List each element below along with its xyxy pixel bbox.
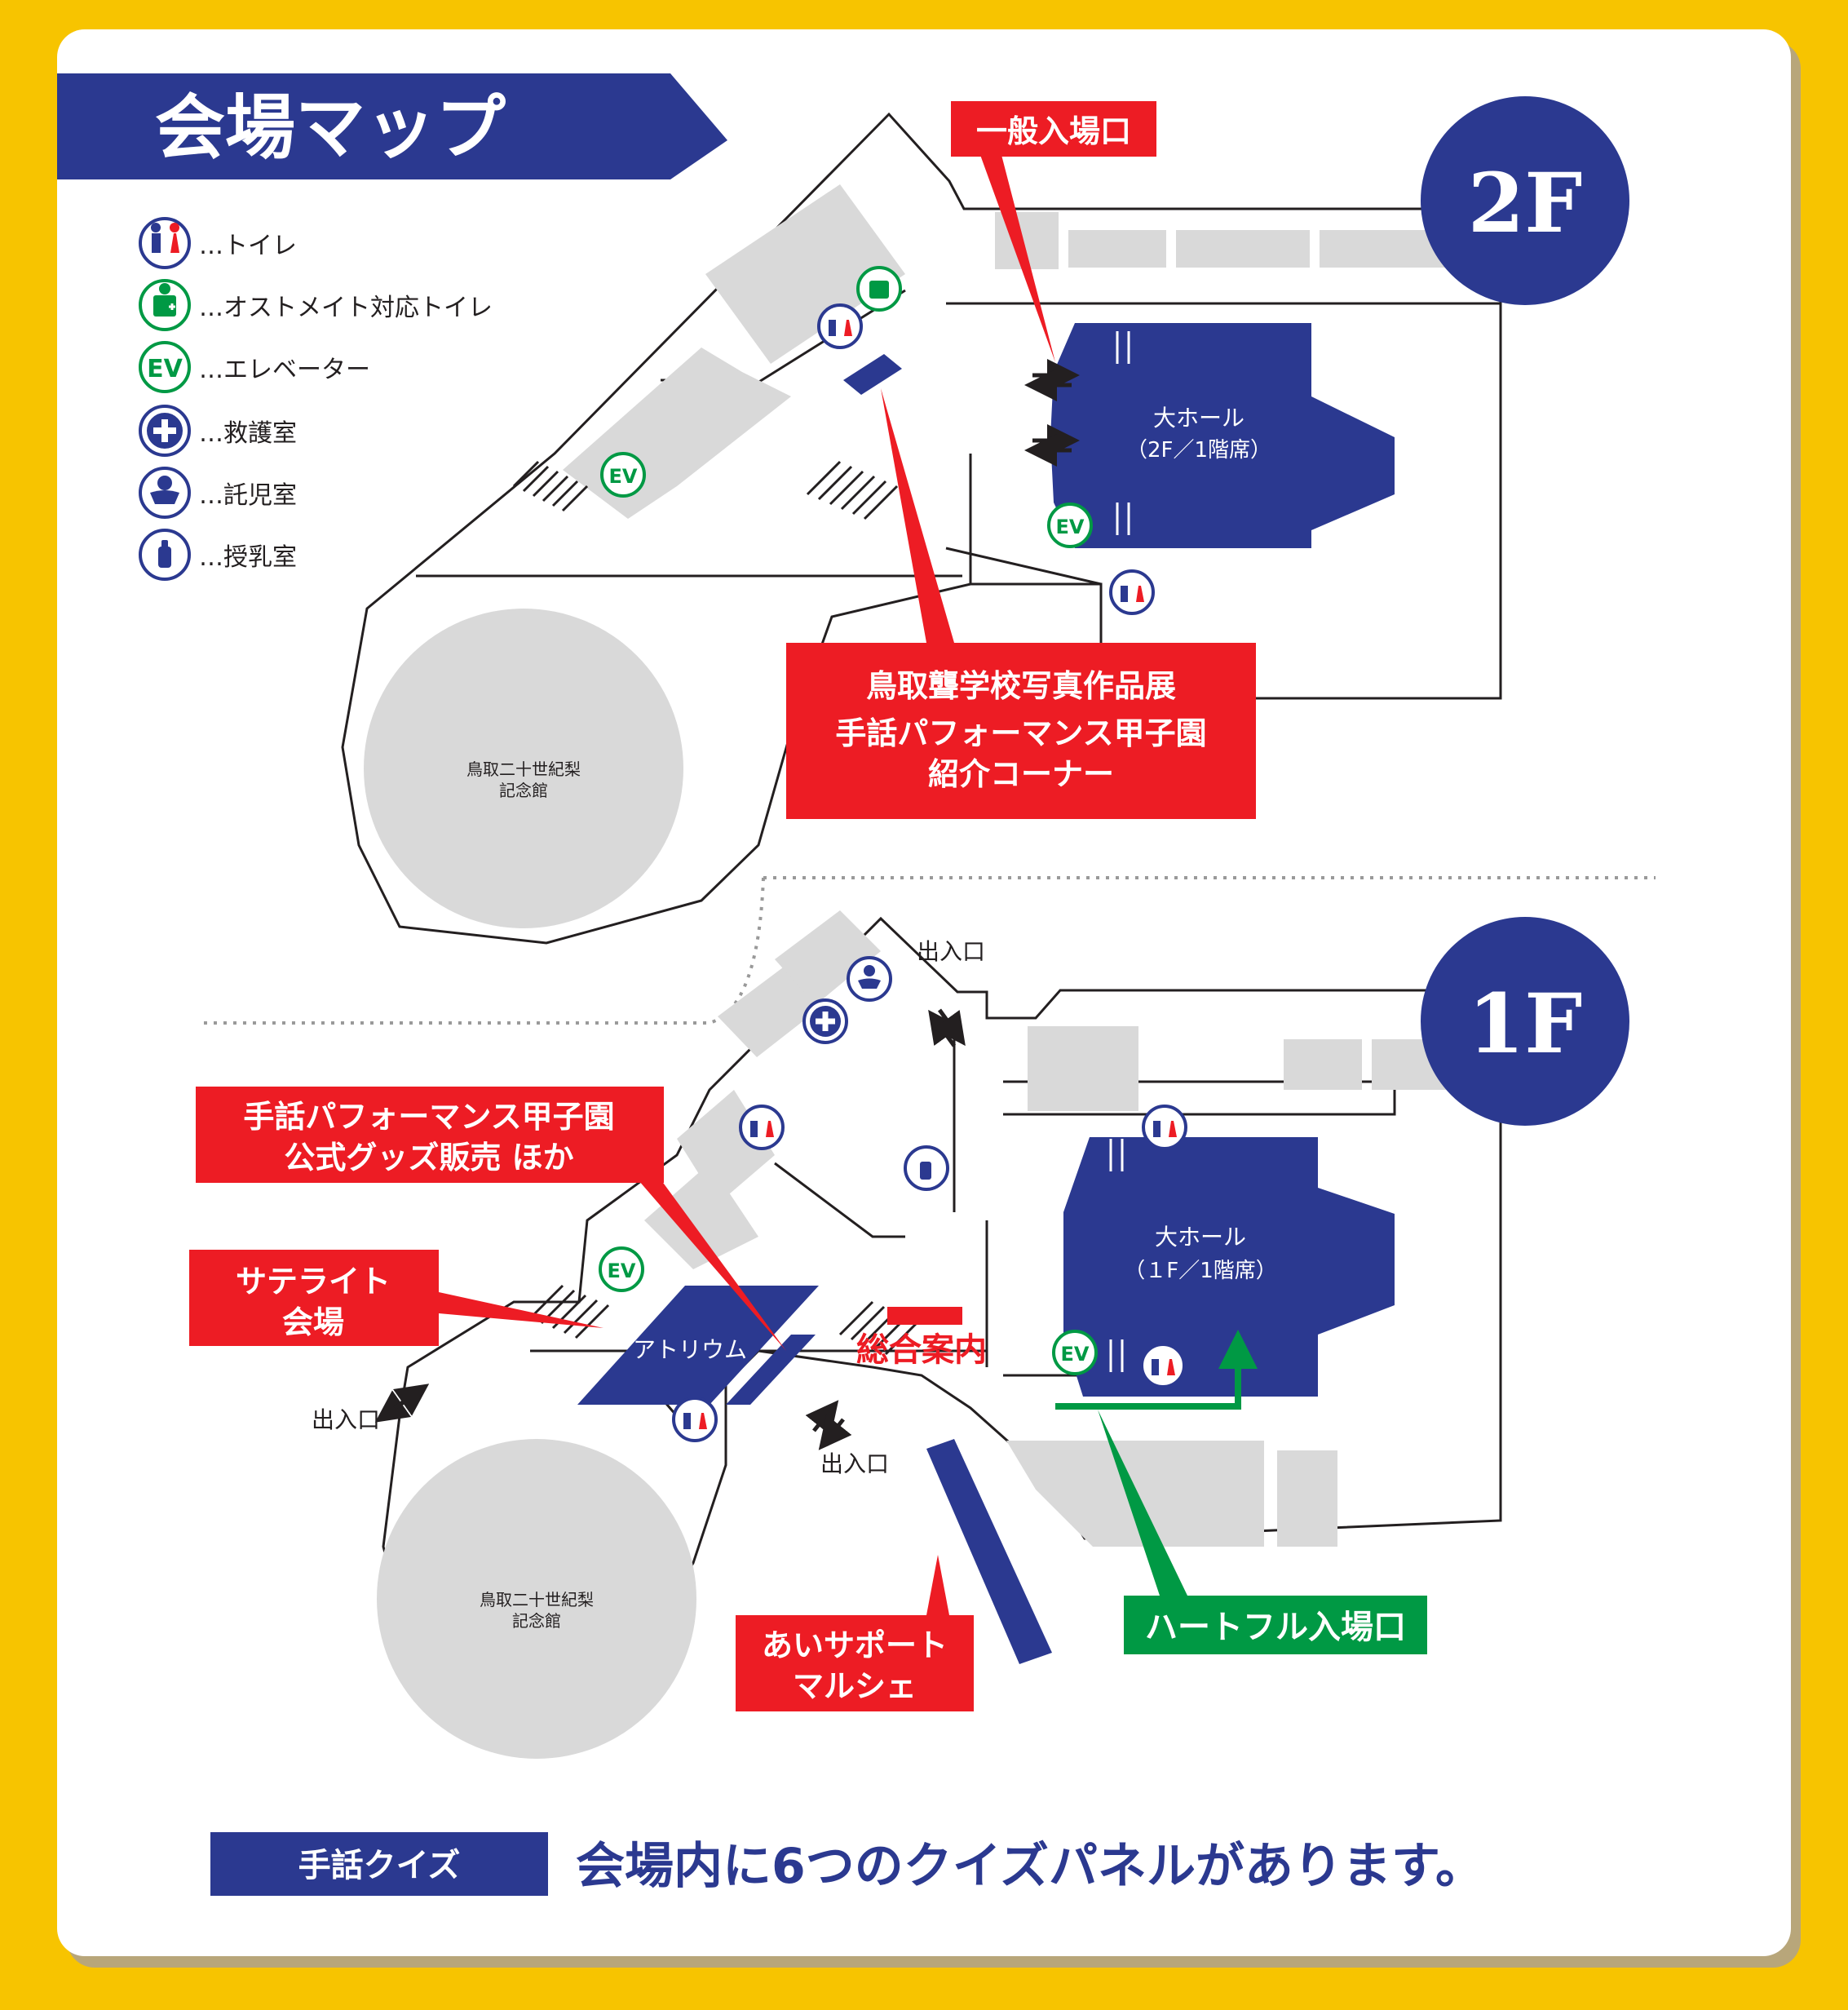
exhibit-marker-2f bbox=[843, 354, 902, 395]
svg-text:EV: EV bbox=[609, 465, 638, 488]
exhibit-callout-2f bbox=[786, 643, 1256, 819]
quiz-message: 会場内に6つのクイズパネルがあります。 bbox=[576, 1838, 1484, 1895]
heartful-entrance-callout bbox=[1124, 1596, 1427, 1654]
page-title: 会場マップ bbox=[155, 86, 506, 169]
restroom-icon bbox=[817, 303, 863, 349]
elevator-icon: EV bbox=[599, 1246, 644, 1292]
floor-2f-badge bbox=[1421, 96, 1629, 305]
legend-label-first-aid: …救護室 bbox=[199, 419, 297, 448]
quiz-tag bbox=[210, 1832, 548, 1896]
legend-label-nursery: …託児室 bbox=[199, 481, 297, 510]
restroom-icon bbox=[139, 217, 191, 269]
floor-1f-label: 1F bbox=[1468, 976, 1583, 1072]
nursing-room-icon bbox=[139, 529, 191, 581]
exhibit-2f-line3: 紹介コーナー bbox=[928, 756, 1114, 792]
legend-label-ostomate: …オストメイト対応トイレ bbox=[199, 294, 493, 322]
floor-2f-label: 2F bbox=[1468, 155, 1583, 251]
main-hall-1f bbox=[1063, 1137, 1395, 1397]
memorial-hall-1f bbox=[377, 1439, 696, 1759]
nursing-room-icon bbox=[904, 1145, 949, 1191]
goods-line1: 手話パフォーマンス甲子園 bbox=[243, 1099, 614, 1135]
hall-2f-name: 大ホール bbox=[1153, 405, 1245, 432]
exhibit-2f-line2: 手話パフォーマンス甲子園 bbox=[835, 715, 1206, 751]
legend-label-nursing: …授乳室 bbox=[199, 543, 297, 572]
marche-area bbox=[926, 1439, 1052, 1664]
map-card: 会場マップ …トイレ …オストメイト対応トイレ EV …エレベーター …救護室 bbox=[57, 29, 1791, 1956]
floor-1f-plan: 鳥取二十世紀梨 記念館 アトリウム 総合案内 大ホール （１F／1階席） bbox=[189, 910, 1629, 1759]
exit-label-south: 出入口 bbox=[820, 1450, 889, 1477]
ostomate-restroom-icon bbox=[139, 279, 191, 331]
legend: …トイレ …オストメイト対応トイレ EV …エレベーター …救護室 …託児室 bbox=[139, 217, 493, 581]
main-hall-2f bbox=[1050, 323, 1395, 548]
general-entrance-callout bbox=[951, 101, 1156, 157]
atrium-label: アトリウム bbox=[633, 1336, 747, 1363]
floor-divider bbox=[202, 876, 1656, 1025]
restroom-icon bbox=[672, 1397, 718, 1442]
information-desk-label: 総合案内 bbox=[856, 1331, 987, 1369]
quiz-tag-label: 手話クイズ bbox=[298, 1847, 461, 1884]
title-banner bbox=[57, 73, 727, 179]
memorial-2f-line1: 鳥取二十世紀梨 bbox=[466, 759, 581, 779]
general-entrance-label: 一般入場口 bbox=[976, 113, 1131, 149]
marche-line1: あいサポート bbox=[762, 1627, 948, 1663]
elevator-icon: EV bbox=[600, 452, 646, 498]
svg-text:EV: EV bbox=[608, 1260, 636, 1282]
memorial-hall-2f bbox=[364, 609, 683, 928]
restroom-icon bbox=[1142, 1105, 1187, 1150]
goods-callout bbox=[196, 1087, 664, 1183]
legend-label-elevator: …エレベーター bbox=[199, 356, 370, 384]
nursery-icon bbox=[139, 467, 191, 519]
floor-1f-badge bbox=[1421, 917, 1629, 1126]
memorial-1f-line2: 記念館 bbox=[512, 1611, 561, 1631]
exit-label-north: 出入口 bbox=[917, 938, 985, 965]
restroom-icon bbox=[1109, 569, 1155, 615]
hall-1f-name: 大ホール bbox=[1155, 1224, 1246, 1251]
first-aid-icon bbox=[139, 405, 191, 457]
marche-line2: マルシェ bbox=[793, 1668, 917, 1704]
venue-map: 会場マップ …トイレ …オストメイト対応トイレ EV …エレベーター …救護室 bbox=[57, 73, 1656, 1896]
memorial-1f-line1: 鳥取二十世紀梨 bbox=[480, 1590, 594, 1609]
elevator-icon: EV bbox=[1047, 502, 1093, 548]
goods-line2: 公式グッズ販売 ほか bbox=[284, 1140, 573, 1175]
elevator-icon: EV bbox=[139, 341, 191, 393]
elevator-icon: EV bbox=[1052, 1330, 1098, 1375]
ostomate-restroom-icon bbox=[856, 266, 902, 312]
svg-text:EV: EV bbox=[1056, 516, 1085, 538]
exhibit-2f-line1: 鳥取聾学校写真作品展 bbox=[866, 668, 1176, 704]
heartful-route bbox=[1055, 1330, 1258, 1410]
svg-text:EV: EV bbox=[147, 355, 183, 383]
heartful-entrance-label: ハートフル入場口 bbox=[1145, 1609, 1406, 1646]
svg-text:EV: EV bbox=[1061, 1343, 1090, 1366]
restroom-icon bbox=[739, 1105, 785, 1150]
floor-2f-plan: 鳥取二十世紀梨 記念館 大ホール （2F／1階席） bbox=[341, 96, 1629, 945]
satellite-line1: サテライト bbox=[236, 1264, 391, 1299]
hall-2f-sub: （2F／1階席） bbox=[1126, 438, 1271, 463]
hall-1f-sub: （１F／1階席） bbox=[1124, 1259, 1277, 1283]
satellite-line2: 会場 bbox=[282, 1304, 344, 1340]
first-aid-icon bbox=[802, 998, 848, 1044]
restroom-icon bbox=[1140, 1343, 1186, 1388]
satellite-callout bbox=[189, 1250, 439, 1346]
legend-label-restroom: …トイレ bbox=[199, 232, 297, 260]
memorial-2f-line2: 記念館 bbox=[499, 781, 548, 800]
nursery-icon bbox=[847, 956, 892, 1002]
marche-callout bbox=[736, 1615, 974, 1711]
exit-label-west: 出入口 bbox=[312, 1406, 380, 1433]
